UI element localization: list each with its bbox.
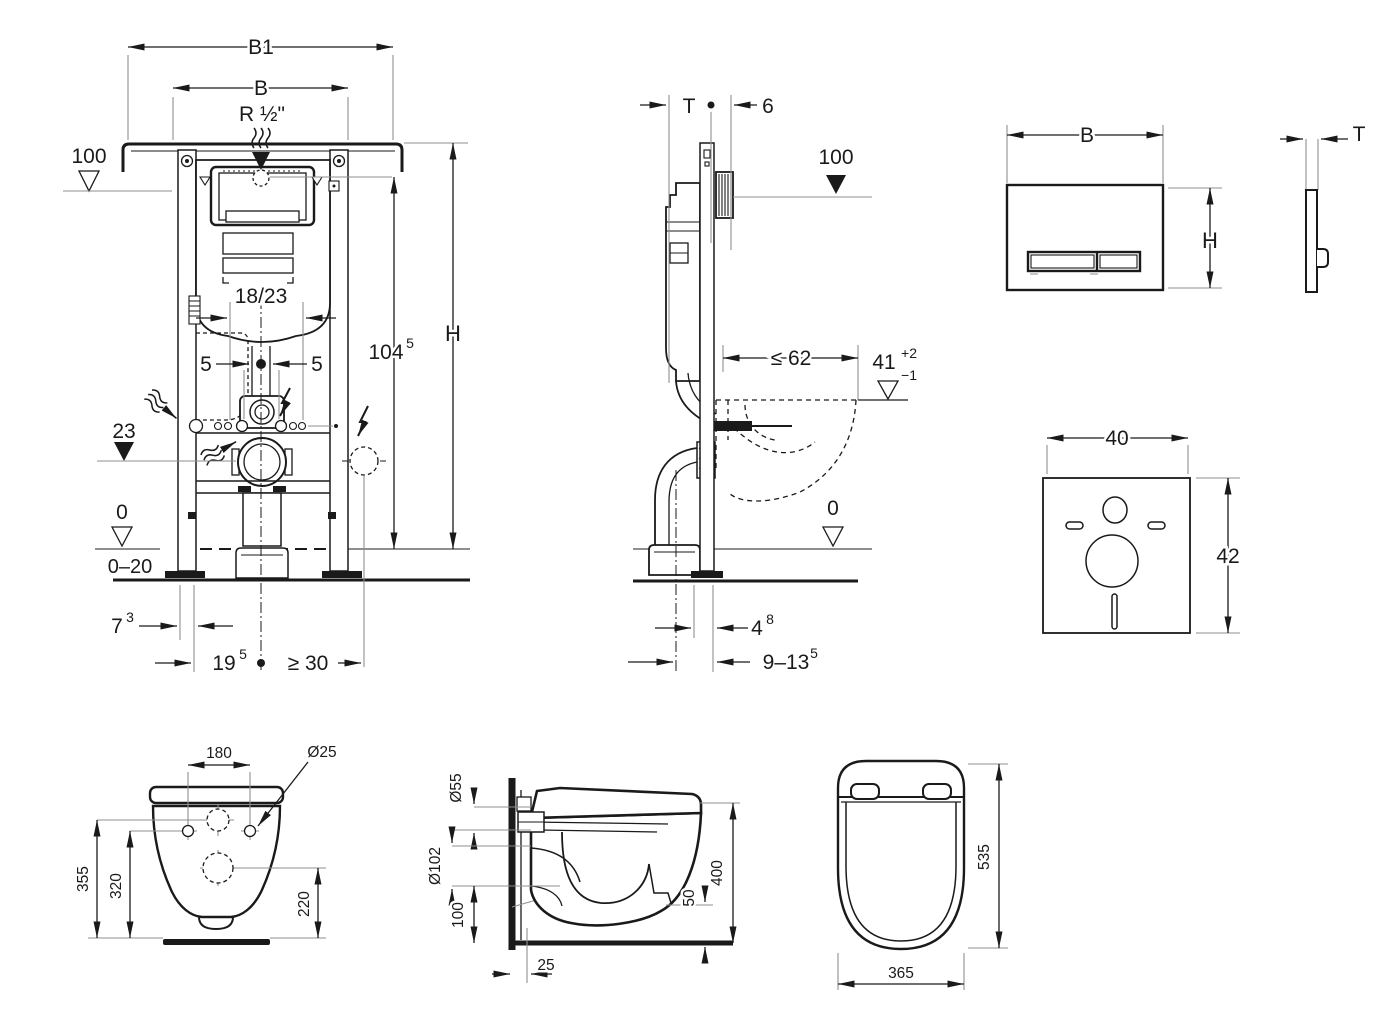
supply-arrow-icon xyxy=(252,152,270,170)
dim-19: 19 xyxy=(212,652,235,675)
wc-seat-outline-top xyxy=(836,759,966,951)
dim-9-13-sup: 5 xyxy=(810,645,818,661)
dim-5-right: 5 xyxy=(311,353,323,376)
dim-41-sub: −1 xyxy=(901,367,917,383)
dim-b1: B1 xyxy=(248,36,274,59)
drain-pipe xyxy=(242,492,282,547)
dim-41-sup: +2 xyxy=(901,345,917,361)
electrical-outlet-box-icon xyxy=(349,446,379,476)
level-marker-open-icon xyxy=(110,526,134,548)
wc-bowl-side xyxy=(529,811,703,927)
dim-180: 180 xyxy=(206,745,232,762)
drain-socket xyxy=(235,547,289,579)
dim-0-20: 0–20 xyxy=(108,556,153,578)
dim-pad-40: 40 xyxy=(1105,427,1128,450)
dim-7: 7 xyxy=(111,615,123,638)
supply-thread-label: R ½" xyxy=(239,103,285,126)
wc-front-view: 180 Ø25 355 320 220 xyxy=(73,742,339,945)
dim-220: 220 xyxy=(296,891,313,917)
drain-shoe xyxy=(648,544,701,576)
wc-top-view: 535 365 xyxy=(836,759,1008,990)
dim-plate-t: T xyxy=(1353,123,1366,146)
dim-19-sup: 5 xyxy=(239,646,247,662)
level-marker-filled-icon xyxy=(114,442,134,461)
dim-320: 320 xyxy=(108,873,125,899)
water-supply-icon xyxy=(251,127,271,149)
flush-plate-button-side xyxy=(1317,248,1329,268)
dim-100-level: 100 xyxy=(71,145,106,168)
dim-355: 355 xyxy=(75,866,92,892)
frame-rail-side xyxy=(699,142,715,572)
dim-23-level: 23 xyxy=(112,420,135,443)
dim-41: 41 xyxy=(872,351,895,374)
dim-o55: Ø55 xyxy=(448,773,465,802)
dim-b: B xyxy=(254,77,268,100)
dim-pad-42: 42 xyxy=(1216,545,1239,568)
level-marker-filled-icon xyxy=(826,175,846,194)
dim-365: 365 xyxy=(888,965,914,982)
dim-o102: Ø102 xyxy=(427,847,444,885)
dim-100: 100 xyxy=(450,902,467,928)
dim-le62: ≤ 62 xyxy=(771,347,812,370)
flush-plate-face xyxy=(1005,183,1165,292)
dim-t: T xyxy=(683,95,696,118)
level-marker-open-icon xyxy=(77,170,101,193)
wc-side-view: Ø55 Ø102 100 25 50 400 xyxy=(425,771,740,983)
dim-4-sup: 8 xyxy=(766,611,774,627)
seat-hinge xyxy=(850,783,880,800)
wc-seat-inner-top xyxy=(845,802,957,942)
sound-pad-view: 40 42 xyxy=(1042,425,1242,634)
wc-seat-lid-side xyxy=(529,786,703,820)
dim-535: 535 xyxy=(976,844,993,870)
fixing-hole xyxy=(181,824,195,838)
water-level-mark-icon xyxy=(199,176,211,187)
dim-6: 6 xyxy=(762,95,774,118)
flush-plate-side xyxy=(1305,189,1318,293)
level-marker-open-icon xyxy=(821,526,845,548)
dim-h: H xyxy=(445,321,461,346)
frame-front-view: B1 B R ½" 100 18/23 5 5 23 104 5 xyxy=(63,34,470,678)
dim-50: 50 xyxy=(681,889,698,907)
dim-18-23: 18/23 xyxy=(235,285,288,308)
dim-plate-b: B xyxy=(1080,124,1094,147)
dim-4: 4 xyxy=(751,617,763,640)
dim-0-level: 0 xyxy=(116,501,128,524)
wall-bracket xyxy=(121,142,404,172)
cistern-side xyxy=(665,182,701,382)
frame-foot xyxy=(691,571,723,578)
sound-wave-icon xyxy=(200,441,237,466)
flush-plate-view: B H T xyxy=(1005,121,1368,293)
seat-hinge xyxy=(922,783,952,800)
sound-wave-icon xyxy=(144,389,177,419)
frame-foot xyxy=(165,571,205,578)
dim-104: 104 xyxy=(368,341,403,364)
dim-9-13: 9–13 xyxy=(763,651,810,674)
dim-plate-h: H xyxy=(1202,228,1218,253)
fixing-hole xyxy=(243,824,257,838)
wc-seat-lid-front xyxy=(148,785,285,805)
dim-104-sup: 5 xyxy=(406,335,414,351)
protection-box xyxy=(196,332,249,421)
frame-side-view: T 6 100 ≤ 62 41 +2 −1 0 4 8 9–13 5 xyxy=(628,93,920,677)
dim-ge30: ≥ 30 xyxy=(288,652,329,675)
dim-400: 400 xyxy=(709,860,726,886)
dim-7-sup: 3 xyxy=(126,609,134,625)
dim-25: 25 xyxy=(537,957,554,974)
frame-foot xyxy=(322,571,362,578)
floor-shadow xyxy=(163,939,270,945)
mounting-bar xyxy=(714,421,752,431)
dim-o25: Ø25 xyxy=(307,744,336,761)
level-marker-open-icon xyxy=(876,380,900,401)
wc-pan-outline-dashed xyxy=(715,399,857,502)
electrical-connection-icon xyxy=(279,387,291,417)
electrical-connection-icon xyxy=(357,405,369,437)
dim-0-level-side: 0 xyxy=(827,497,839,520)
dim-5-left: 5 xyxy=(200,353,212,376)
flush-valve xyxy=(222,232,294,255)
dim-100-level-side: 100 xyxy=(818,146,853,169)
